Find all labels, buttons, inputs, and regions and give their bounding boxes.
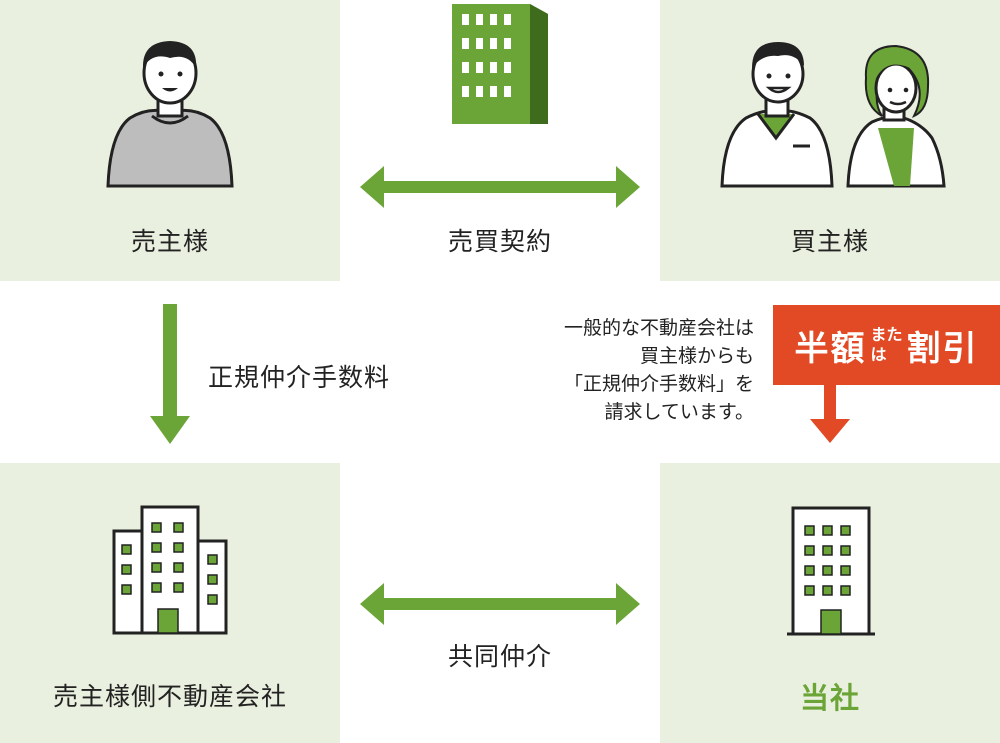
building-icon — [452, 4, 548, 124]
contract-label: 売買契約 — [447, 227, 552, 256]
note-line: 買主様からも — [639, 345, 754, 367]
note-line: 「正規仲介手数料」を — [563, 373, 754, 395]
discount-badge: 半額 また は 割引 — [773, 305, 1000, 385]
note-line: 請求しています。 — [604, 401, 754, 423]
buyer-panel — [660, 0, 1000, 281]
discount-or-text: また は — [870, 325, 902, 365]
contract-double-arrow — [360, 166, 640, 208]
our-company-building-icon — [787, 506, 875, 636]
seller-agency-building-icon — [112, 505, 228, 635]
fee-down-arrow — [150, 304, 190, 444]
buyer-couple-icon — [720, 42, 946, 188]
joint-double-arrow — [360, 583, 640, 625]
joint-label: 共同仲介 — [447, 642, 552, 671]
discount-off-text: 割引 — [906, 328, 979, 369]
seller-label: 売主様 — [130, 227, 209, 256]
discount-half-text: 半額 — [794, 328, 867, 369]
our-company-label: 当社 — [799, 681, 860, 715]
note-text: 一般的な不動産会社は 買主様からも 「正規仲介手数料」を 請求しています。 — [564, 314, 754, 426]
buyer-label: 買主様 — [790, 227, 869, 256]
seller-person-icon — [106, 41, 234, 188]
discount-or-top: また — [870, 325, 903, 344]
discount-or-bottom: は — [870, 345, 887, 364]
discount-down-arrow — [810, 385, 850, 443]
seller-agency-label: 売主様側不動産会社 — [52, 682, 287, 711]
note-line: 一般的な不動産会社は — [563, 317, 754, 339]
fee-label: 正規仲介手数料 — [208, 363, 391, 392]
